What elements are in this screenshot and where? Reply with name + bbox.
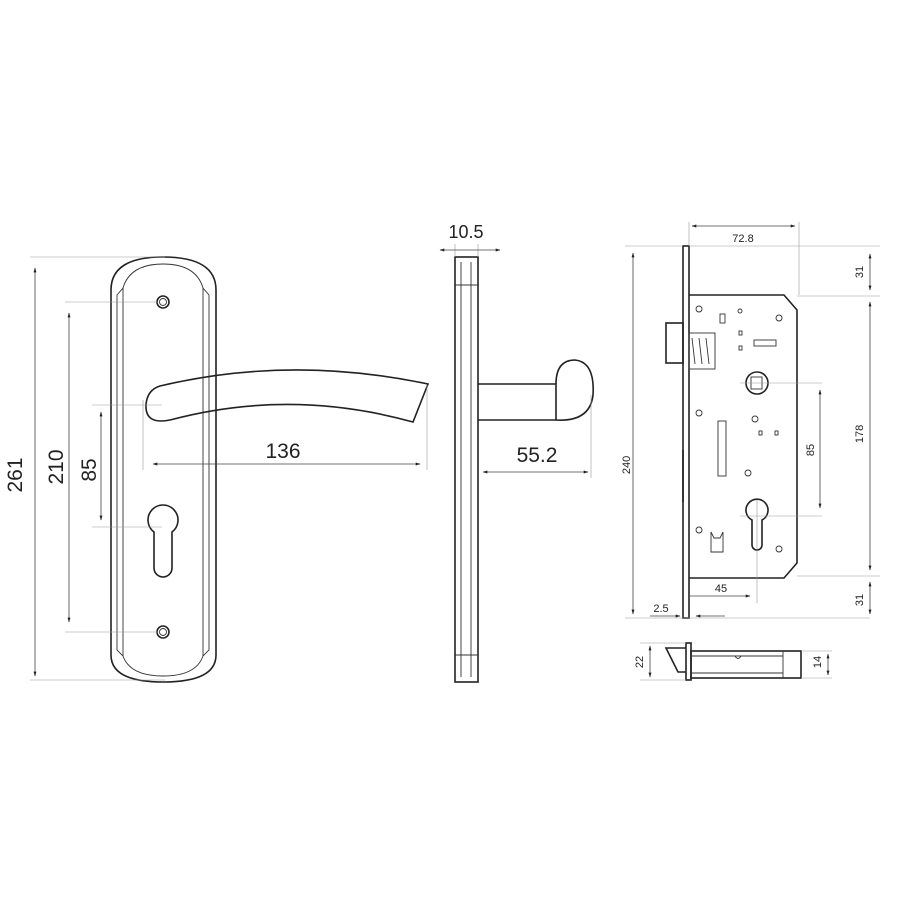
svg-text:2.5: 2.5 [653, 603, 668, 615]
dim-85-lock: 85 [740, 382, 822, 517]
front-plate [110, 256, 217, 683]
svg-text:22: 22 [634, 656, 646, 668]
dim-240: 240 [621, 245, 870, 619]
svg-text:85: 85 [805, 444, 817, 456]
dim-210: 210 [45, 301, 158, 633]
svg-text:85: 85 [78, 458, 101, 481]
svg-text:210: 210 [45, 449, 68, 484]
svg-text:31: 31 [854, 594, 866, 606]
dim-31-bottom: 31 [797, 575, 880, 615]
svg-text:55.2: 55.2 [517, 444, 558, 467]
dim-178: 178 [854, 301, 872, 571]
dim-261: 261 [4, 256, 165, 681]
screw-hole-top [156, 295, 170, 309]
cylinder-hole [147, 504, 179, 578]
mortise-lock-body [665, 245, 798, 619]
dim-72.8: 72.8 [688, 222, 800, 295]
svg-text:14: 14 [812, 656, 824, 668]
svg-text:72.8: 72.8 [732, 233, 753, 245]
svg-text:261: 261 [4, 457, 27, 492]
dim-10.5: 10.5 [439, 222, 501, 257]
dim-45: 45 [690, 500, 758, 603]
dim-22: 22 [634, 642, 686, 681]
svg-text:45: 45 [715, 583, 727, 595]
side-plate [454, 256, 479, 683]
dim-14: 14 [801, 650, 832, 679]
svg-text:31: 31 [854, 266, 866, 278]
lever-handle [145, 369, 430, 423]
side-handle [478, 359, 594, 421]
svg-text:136: 136 [265, 440, 300, 463]
svg-text:178: 178 [854, 425, 866, 443]
svg-text:240: 240 [621, 456, 633, 474]
dim-55.2: 55.2 [482, 395, 592, 478]
dim-85-front: 85 [78, 404, 162, 528]
svg-text:10.5: 10.5 [448, 222, 483, 242]
dim-2.5: 2.5 [650, 603, 725, 618]
dim-31-top: 31 [689, 245, 880, 297]
latch-bottom-view [664, 642, 802, 681]
screw-hole-bottom [156, 625, 170, 639]
dim-136: 136 [142, 385, 428, 470]
